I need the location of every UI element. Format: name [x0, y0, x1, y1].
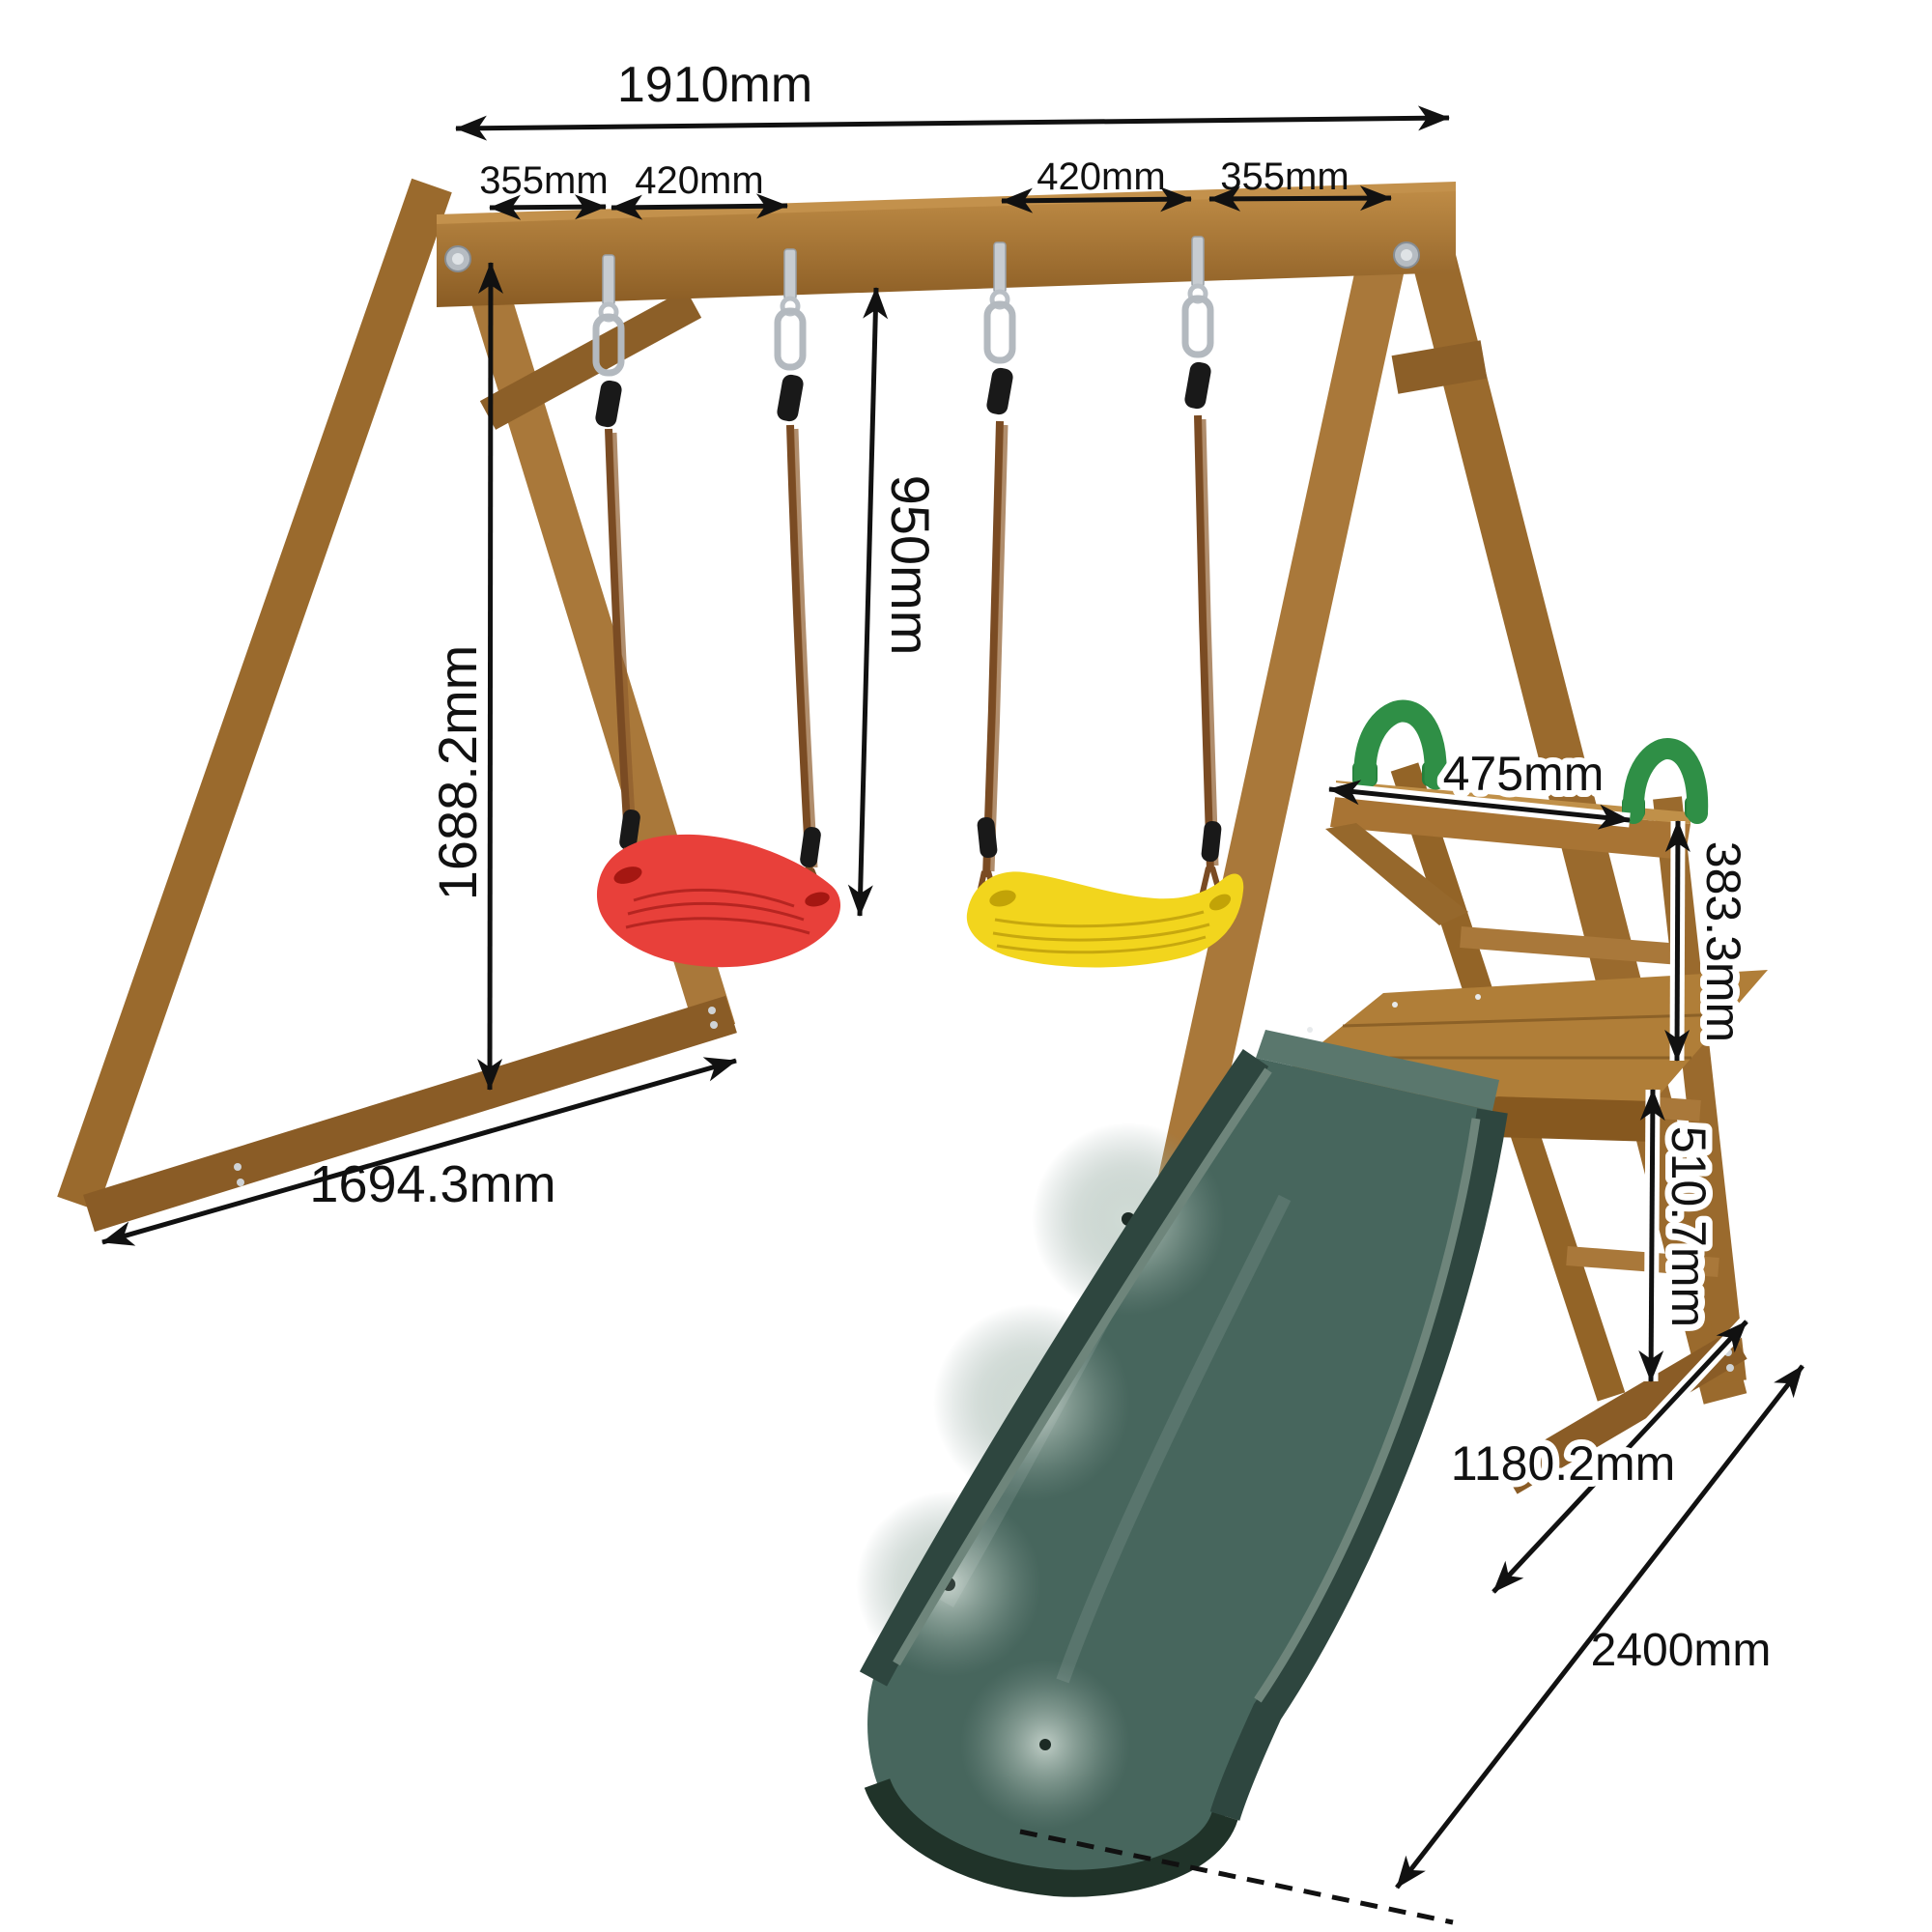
dim-arrow-handle-rail-height	[1664, 820, 1690, 1062]
dim-label-right-swing-to-edge: 355mm	[1220, 156, 1349, 198]
dim-arrow-platform-width	[1328, 780, 1631, 830]
red-swing-left-rope	[605, 428, 633, 853]
ground-projection-dashed-line	[1019, 1829, 1454, 1925]
dim-arrow-left-edge-to-swing	[489, 194, 607, 220]
shelf-bracket	[1325, 823, 1468, 925]
rope-adjuster	[595, 380, 622, 428]
left-rear-leg	[57, 178, 452, 1211]
hanger-3	[983, 242, 1016, 415]
dim-arrow-right-swing-width	[1001, 186, 1192, 213]
left-gusset-brace	[479, 289, 702, 430]
hanger-strap	[1191, 236, 1205, 288]
base-screw	[237, 1179, 244, 1186]
right-apex-bolt-head	[1401, 249, 1412, 261]
red-seat-slot	[613, 867, 642, 884]
yellow-swing-right-rope-strand	[1201, 418, 1219, 867]
dim-arrow-right-swing-to-edge	[1208, 185, 1392, 212]
slide-left-rail-highlight	[893, 1067, 1272, 1666]
ladder-screw	[1726, 1364, 1734, 1372]
right-grab-handle	[1622, 737, 1709, 824]
carabiner	[1181, 295, 1214, 358]
red-seat-ridges	[625, 888, 810, 935]
yellow-seat-slot	[989, 890, 1016, 907]
rope-adjuster	[777, 374, 804, 422]
dim-label-platform-height: 510.7mm	[1662, 1126, 1716, 1327]
dim-label-swing-clearance: 950mm	[880, 475, 941, 656]
dim-arrow-frame-height	[477, 262, 503, 1091]
base-screw	[234, 1163, 242, 1171]
rope-adjuster	[986, 367, 1013, 415]
base-screw	[710, 1021, 718, 1029]
rope-adjuster	[977, 816, 998, 859]
slide-left-rail	[859, 1048, 1269, 1687]
dimension-annotations: 1910mm 355mm 420mm 420mm 355mm 950mm 168…	[101, 57, 1804, 1925]
slide-right-rail	[1209, 1108, 1508, 1821]
rope-adjuster	[619, 809, 640, 851]
red-swing-right-rope	[786, 424, 813, 874]
carabiner	[774, 307, 807, 371]
yellow-swing-left-rope-strand	[989, 424, 1009, 872]
right-crossbar	[1391, 340, 1488, 394]
slide-right-rail-highlight	[1254, 1118, 1481, 1703]
dim-arrow-swing-clearance	[847, 287, 889, 917]
carabiner	[983, 300, 1016, 364]
dim-label-base-depth: 1694.3mm	[309, 1155, 555, 1213]
red-swing-left-rope-strand	[611, 432, 638, 847]
dim-arrow-overall-width	[455, 105, 1450, 141]
slide-streak	[1056, 1194, 1292, 1684]
hanger-strap	[993, 242, 1007, 294]
hanger-strap	[783, 248, 797, 300]
dim-arrow-left-swing-width	[611, 193, 788, 220]
dim-label-overall-depth: 2400mm	[1591, 1625, 1772, 1676]
rope-adjuster	[1201, 820, 1222, 863]
slide-bottom-edge	[864, 1777, 1238, 1897]
left-apex-bolt-head	[452, 253, 464, 265]
deck-screw	[1307, 1027, 1313, 1033]
dim-label-platform-width: 475mm	[1443, 747, 1605, 801]
rope-adjuster	[800, 826, 821, 868]
red-seat-slot	[805, 892, 830, 907]
slide	[856, 1030, 1508, 1897]
dim-arrow-platform-height	[1638, 1089, 1665, 1382]
swing-seats	[596, 834, 1244, 968]
hanger-2	[774, 248, 807, 422]
base-screw	[708, 1007, 716, 1014]
deck-screw	[1475, 994, 1481, 1000]
slide-top-lip	[1256, 1030, 1499, 1111]
ladder-rung-1	[1460, 926, 1682, 965]
dim-arrow-overall-depth	[1395, 1364, 1804, 1889]
yellow-seat-slot	[1208, 894, 1232, 911]
dim-label-handle-rail-height: 383.3mm	[1696, 841, 1750, 1042]
swing-hangers	[592, 236, 1214, 428]
dim-label-overall-width: 1910mm	[617, 57, 812, 113]
dim-label-frame-height: 1688.2mm	[427, 645, 488, 901]
hanger-1	[592, 254, 625, 428]
slide-starburst-dot	[1039, 1739, 1051, 1750]
dim-label-ladder-base-length: 1180.2mm	[1451, 1436, 1676, 1491]
red-swing-right-rope-strand	[793, 428, 818, 868]
hanger-strap	[602, 254, 615, 306]
hanger-4	[1181, 236, 1214, 410]
carabiner	[592, 313, 625, 377]
yellow-seat-ridges	[992, 910, 1210, 954]
dim-label-left-edge-to-swing: 355mm	[479, 159, 608, 202]
red-swing-seat	[596, 834, 841, 968]
dim-arrow-base-depth	[101, 1057, 737, 1246]
dim-label-right-swing-width: 420mm	[1037, 156, 1165, 198]
deck-screw	[1392, 1002, 1398, 1008]
yellow-swing-left-rope	[982, 420, 1004, 878]
dim-label-left-swing-width: 420mm	[635, 159, 763, 202]
yellow-swing-right-rope	[1194, 414, 1214, 872]
left-grab-handle	[1353, 699, 1447, 790]
rope-adjuster	[1184, 361, 1211, 410]
